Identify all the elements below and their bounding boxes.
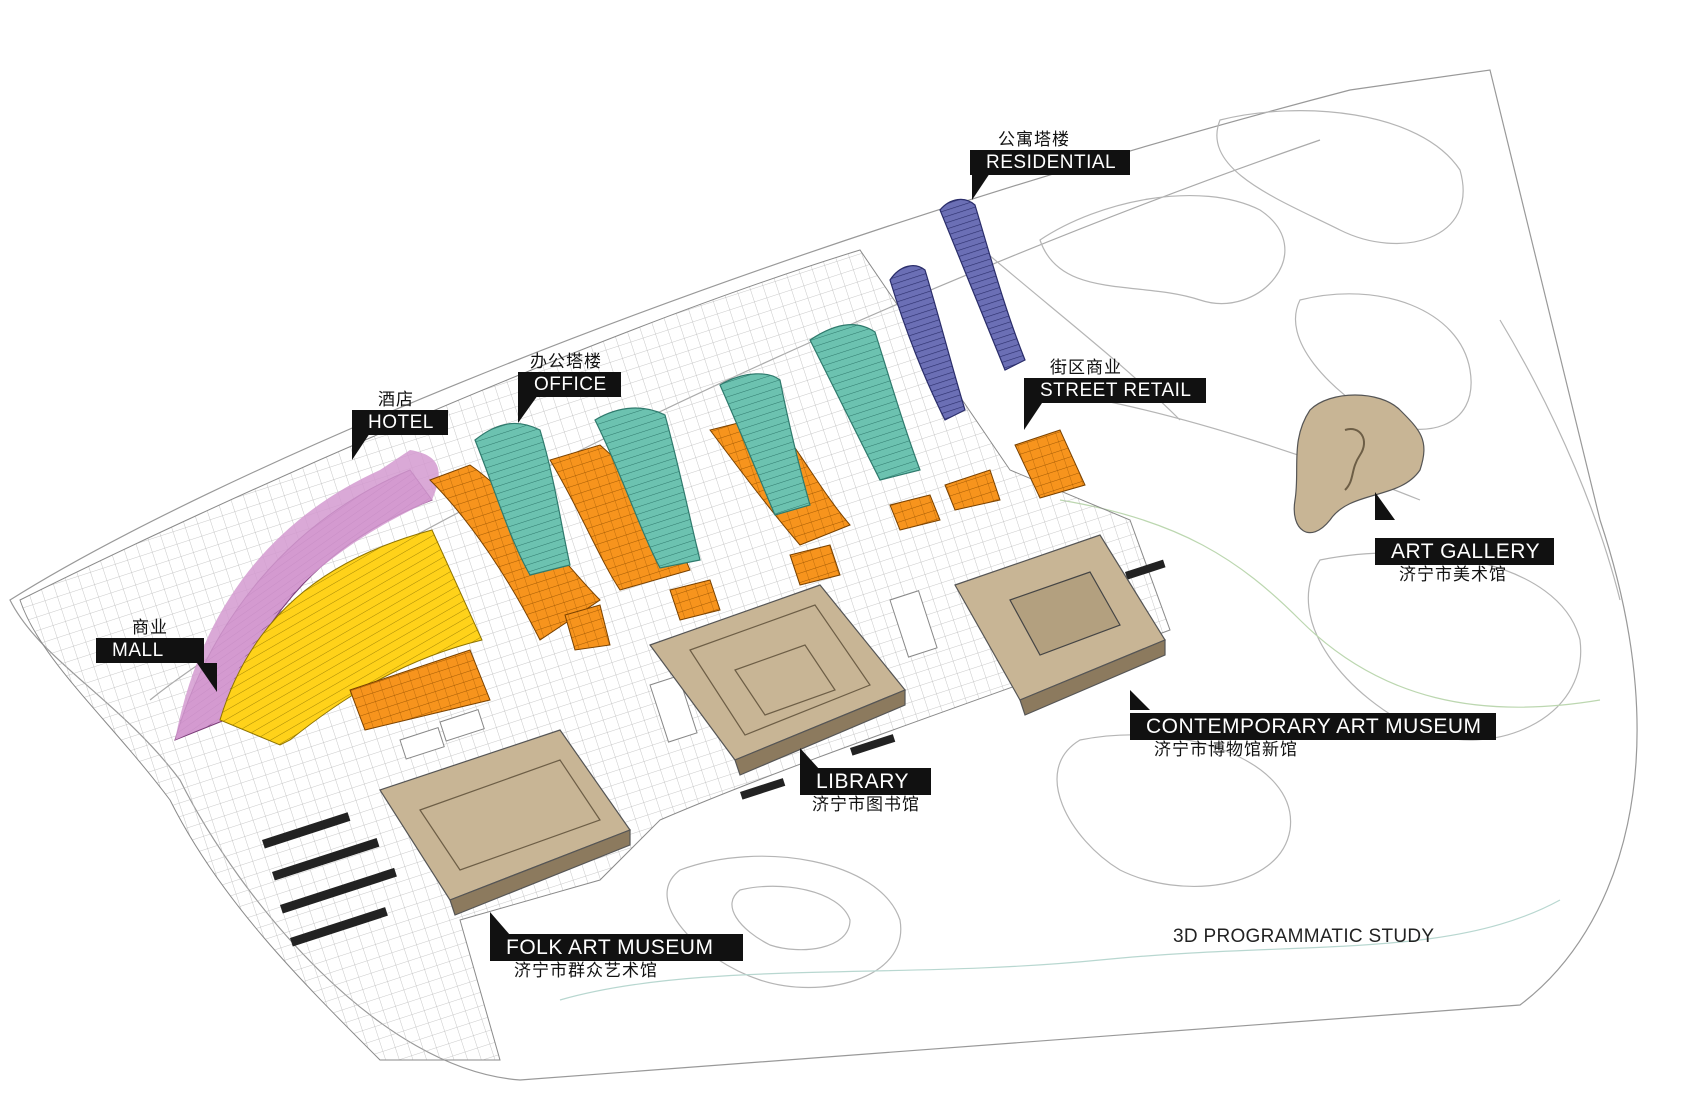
contemporary-art-museum-label-cn: 济宁市博物馆新馆 xyxy=(1154,740,1298,760)
residential-label-en: RESIDENTIAL xyxy=(970,150,1131,175)
office-label-en: OFFICE xyxy=(518,372,621,397)
folk-art-museum-label-cn: 济宁市群众艺术馆 xyxy=(514,961,658,981)
library-label-en: LIBRARY xyxy=(800,768,931,795)
residential-label-cn: 公寓塔楼 xyxy=(998,130,1070,150)
mall-label-cn: 商业 xyxy=(132,618,168,638)
contemporary-art-museum-label-en: CONTEMPORARY ART MUSEUM xyxy=(1130,713,1496,740)
street-retail-label-cn: 街区商业 xyxy=(1050,358,1122,378)
art-gallery-label-cn: 济宁市美术馆 xyxy=(1399,565,1507,585)
callout-folk-art-museum: FOLK ART MUSEUM 济宁市群众艺术馆 xyxy=(490,934,744,981)
hotel-label-cn: 酒店 xyxy=(378,390,414,410)
street-retail-label-en: STREET RETAIL xyxy=(1024,378,1206,403)
library-label-cn: 济宁市图书馆 xyxy=(812,795,920,815)
hotel-roof xyxy=(175,450,439,740)
mall-label-en: MALL xyxy=(96,638,204,663)
callout-pointers xyxy=(197,170,1395,935)
residential-towers xyxy=(889,198,1026,421)
callout-art-gallery: ART GALLERY 济宁市美术馆 xyxy=(1375,538,1555,585)
office-label-cn: 办公塔楼 xyxy=(530,352,602,372)
white-courts xyxy=(399,590,938,760)
callout-library: LIBRARY 济宁市图书馆 xyxy=(800,768,931,815)
callout-residential: 公寓塔楼 RESIDENTIAL xyxy=(970,130,1131,175)
art-gallery-label-en: ART GALLERY xyxy=(1375,538,1555,565)
mall-block xyxy=(219,529,483,746)
study-title: 3D PROGRAMMATIC STUDY xyxy=(1173,926,1435,947)
museum-buildings xyxy=(379,394,1425,916)
callout-contemporary-art-museum: CONTEMPORARY ART MUSEUM 济宁市博物馆新馆 xyxy=(1130,713,1496,760)
callout-street-retail: 街区商业 STREET RETAIL xyxy=(1024,358,1206,403)
office-towers xyxy=(474,324,921,576)
callout-office: 办公塔楼 OFFICE xyxy=(518,352,621,397)
folk-art-museum-label-en: FOLK ART MUSEUM xyxy=(490,934,744,961)
hotel-label-en: HOTEL xyxy=(352,410,448,435)
callout-mall: 商业 MALL xyxy=(96,618,204,663)
callout-hotel: 酒店 HOTEL xyxy=(352,390,448,435)
art-gallery-block xyxy=(1293,394,1425,533)
